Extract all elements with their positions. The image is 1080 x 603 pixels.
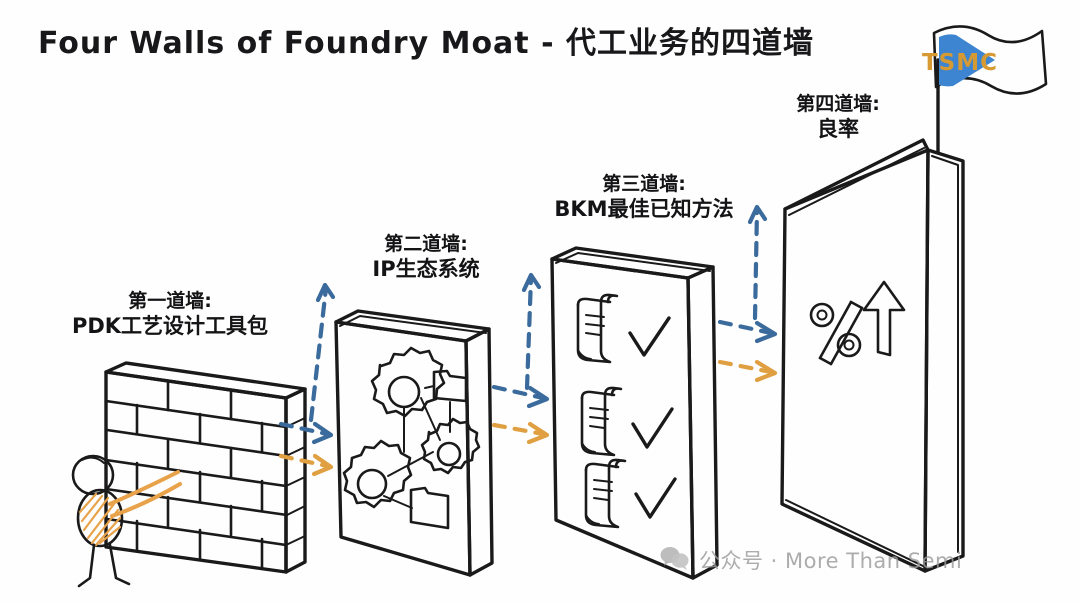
- wall-3-bkm: [550, 246, 719, 580]
- wall-2-label: 第二道墙: IP生态系统: [316, 232, 536, 283]
- figure-torso-shading: [78, 492, 122, 547]
- connector-wall1-to-wall2: [278, 282, 336, 477]
- wall-1-label: 第一道墙: PDK工艺设计工具包: [40, 289, 300, 340]
- wall-2-subheading: IP生态系统: [372, 257, 480, 282]
- arrow-up-icon: [862, 280, 906, 357]
- connector-wall3-to-wall4: [717, 204, 778, 383]
- wall-4-heading: 第四道墙:: [796, 93, 880, 115]
- stick-figure-builder: [71, 454, 182, 588]
- wall-4-subheading: 良率: [817, 117, 859, 142]
- gear-icon-3: [342, 439, 413, 509]
- wall-2-heading: 第二道墙:: [384, 233, 468, 255]
- checkmark-icon-2: [631, 407, 674, 449]
- tsmc-flag: TSMC: [922, 25, 1048, 95]
- checkmark-icon-3: [634, 477, 677, 519]
- wall-4-yield: [780, 58, 965, 573]
- wall-3-heading: 第三道墙:: [602, 173, 686, 195]
- scroll-icon-3: [584, 458, 627, 529]
- folder-icon-2: [409, 486, 450, 530]
- tsmc-flag-label: TSMC: [922, 50, 998, 76]
- wall-1-brick-wall: [104, 361, 307, 574]
- scroll-icon-2: [580, 386, 623, 457]
- page-title: Four Walls of Foundry Moat - 代工业务的四道墙: [38, 26, 814, 61]
- wall-4-label: 第四道墙: 良率: [748, 92, 928, 143]
- wall-1-subheading: PDK工艺设计工具包: [71, 314, 269, 339]
- folder-icon-1: [432, 369, 468, 403]
- wall-3-subheading: BKM最佳已知方法: [554, 197, 734, 222]
- scroll-icon-1: [576, 293, 619, 364]
- connector-wall2-to-wall3: [491, 272, 550, 445]
- percent-icon: [809, 300, 864, 366]
- checkmark-icon-1: [628, 316, 671, 357]
- gear-icon-2: [420, 417, 481, 475]
- wall-2-ip-ecosystem: [334, 309, 494, 577]
- wall-1-heading: 第一道墙:: [128, 290, 212, 312]
- wall-3-label: 第三道墙: BKM最佳已知方法: [524, 172, 764, 223]
